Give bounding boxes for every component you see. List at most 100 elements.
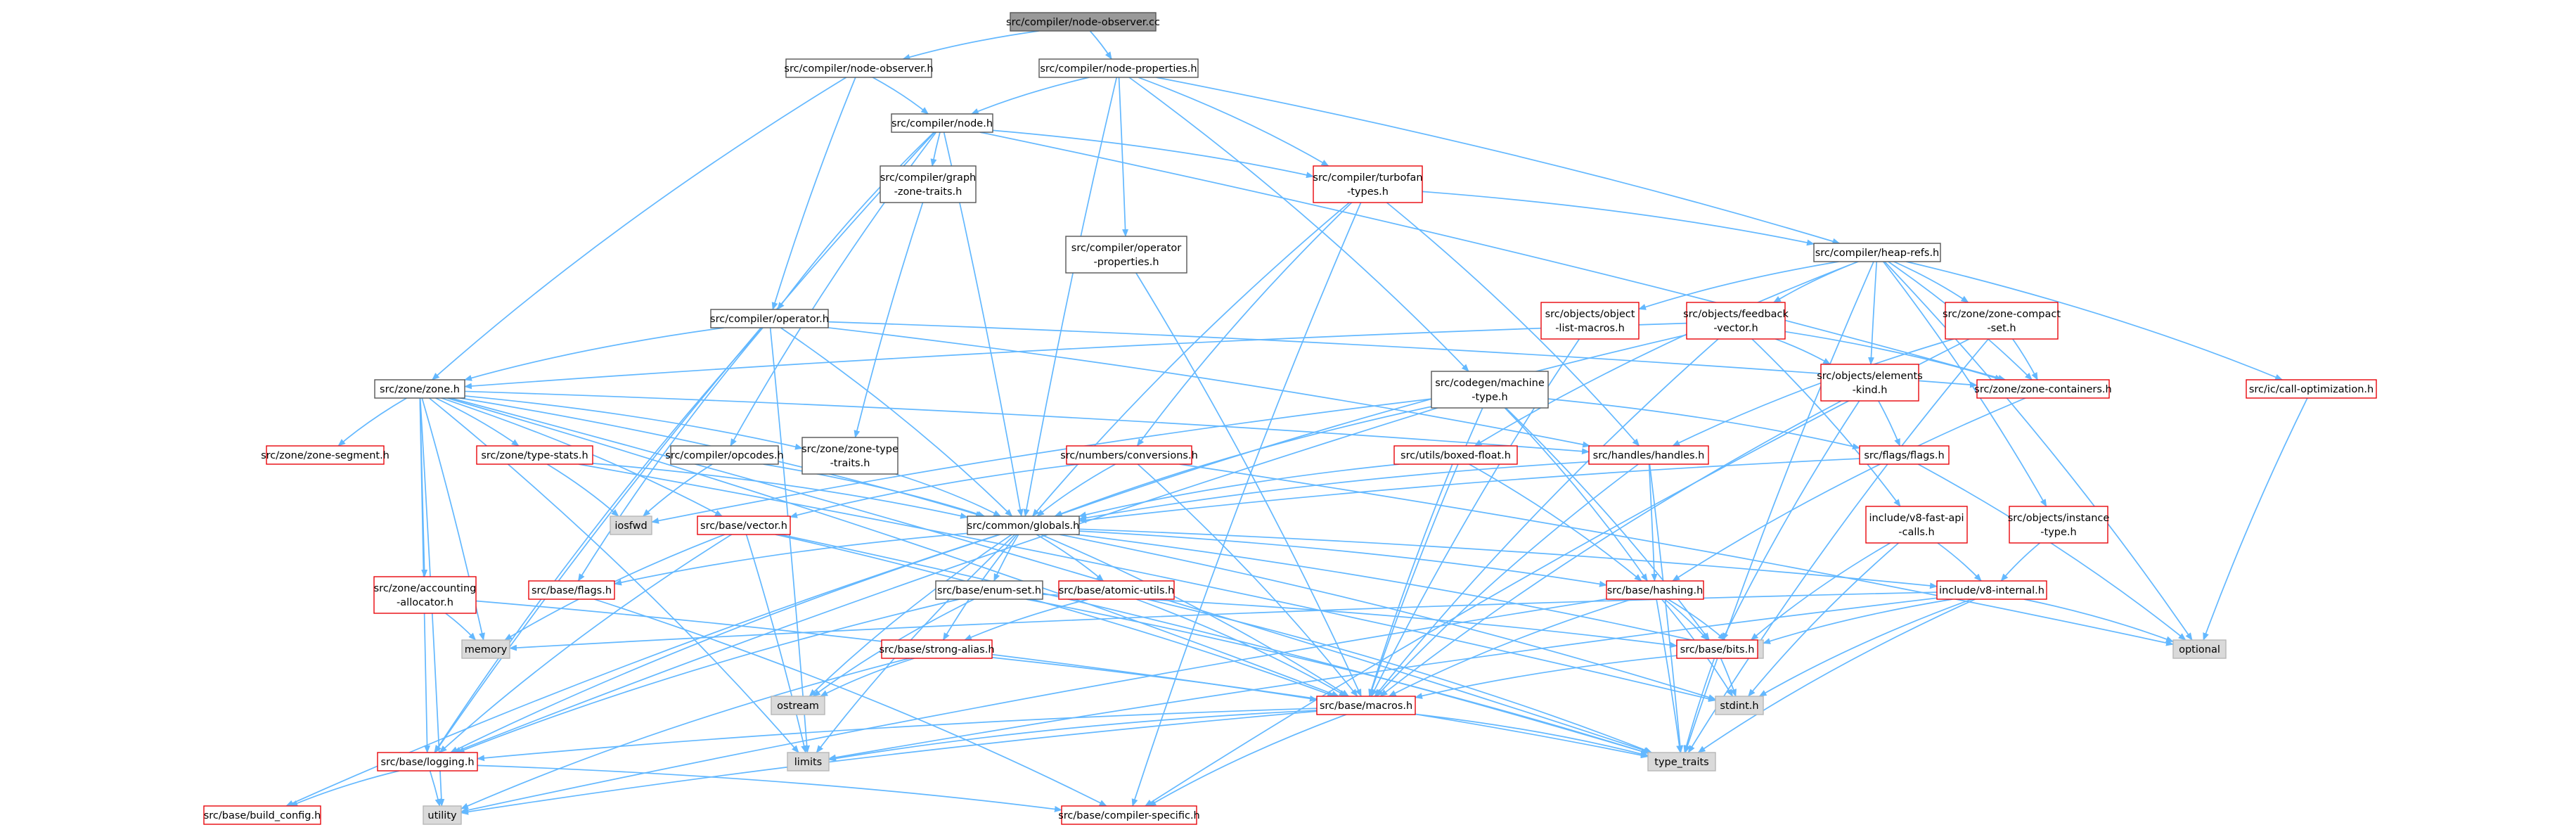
node-box: [881, 639, 993, 659]
node-limits[interactable]: limits: [787, 752, 830, 772]
node-cgm[interactable]: src/codegen/machine-type.h: [1431, 371, 1549, 409]
node-turbo[interactable]: src/compiler/turbofan-types.h: [1313, 165, 1423, 203]
node-box: [1676, 639, 1758, 659]
node-box: [880, 165, 977, 203]
node-label: src/compiler/node.h: [891, 118, 993, 129]
node-fapi[interactable]: include/v8-fast-api -calls.h: [1865, 506, 1968, 544]
node-box: [2246, 379, 2377, 399]
edge-heap-to-tt: [1684, 261, 1874, 753]
node-label: src/objects/elements: [1817, 371, 1923, 382]
node-label: src/flags/flags.h: [1864, 450, 1944, 461]
node-macros[interactable]: src/base/macros.h: [1316, 696, 1416, 715]
edge-nob-to-zone: [432, 77, 847, 380]
node-label: src/utils/boxed-float.h: [1400, 450, 1511, 461]
node-label: -calls.h: [1898, 527, 1935, 538]
node-logging[interactable]: src/base/logging.h: [377, 752, 478, 772]
node-zacc[interactable]: src/zone/accounting-allocator.h: [373, 576, 477, 614]
node-box: [476, 445, 593, 465]
edge-opc-to-iosfwd: [643, 463, 713, 517]
edge-bits-to-tt: [1683, 658, 1715, 753]
node-bflags[interactable]: src/base/flags.h: [528, 580, 615, 600]
node-ico[interactable]: src/ic/call-optimization.h: [2246, 379, 2377, 399]
node-operator[interactable]: src/compiler/operator.h: [710, 309, 829, 328]
node-label: include/v8-fast-api: [1869, 513, 1964, 524]
node-atomic[interactable]: src/base/atomic-utils.h: [1058, 580, 1175, 600]
edge-zts-to-glob: [592, 463, 968, 519]
edge-node-to-operator: [777, 132, 935, 310]
node-flagsh[interactable]: src/flags/flags.h: [1859, 445, 1950, 465]
node-fbv[interactable]: src/objects/feedback-vector.h: [1683, 302, 1789, 340]
edge-zcs-to-hh: [1672, 338, 1954, 447]
node-zcs[interactable]: src/zone/zone-compact-set.h: [1943, 302, 2061, 340]
edge-enumset-to-logging: [456, 599, 960, 753]
edge-v8int-to-stddef: [1763, 599, 1953, 644]
node-ubf[interactable]: src/utils/boxed-float.h: [1393, 445, 1518, 465]
edge-v8int-to-optional: [2023, 599, 2174, 643]
node-label: src/compiler/node-observer.h: [784, 63, 933, 75]
node-nprop[interactable]: src/compiler/node-properties.h: [1038, 58, 1199, 78]
node-opc[interactable]: src/compiler/opcodes.h: [665, 445, 784, 465]
edge-glob-to-ostream: [809, 534, 1012, 697]
edge-glob-to-bflags: [614, 532, 968, 586]
node-conv[interactable]: src/numbers/conversions.h: [1060, 445, 1198, 465]
node-glob[interactable]: src/common/globals.h: [967, 516, 1080, 535]
node-gzt[interactable]: src/compiler/graph-zone-traits.h: [880, 165, 977, 203]
node-hashing[interactable]: src/base/hashing.h: [1606, 580, 1704, 600]
edge-hashing-to-utility: [461, 598, 1607, 814]
node-heap[interactable]: src/compiler/heap-refs.h: [1813, 243, 1941, 262]
node-box: [1588, 445, 1709, 465]
node-stdint[interactable]: stdint.h: [1715, 696, 1764, 715]
node-label: src/compiler/operator.h: [710, 314, 829, 325]
edge-glob-to-v8int: [1078, 528, 1938, 589]
edge-glob-to-stddef: [1076, 534, 1713, 646]
edge-hashing-to-macros: [1388, 599, 1632, 697]
node-optional[interactable]: optional: [2172, 639, 2227, 659]
node-node[interactable]: src/compiler/node.h: [891, 113, 993, 133]
node-enumset[interactable]: src/base/enum-set.h: [935, 580, 1043, 600]
edge-root-to-nob: [902, 30, 1039, 60]
edge-bits-to-stdint: [1720, 658, 1737, 697]
node-v8int[interactable]: include/v8-internal.h: [1936, 580, 2047, 600]
edge-hh-to-tt: [1649, 463, 1684, 753]
node-box: [377, 752, 478, 772]
node-zc[interactable]: src/zone/zone-containers.h: [1974, 379, 2112, 399]
node-oit[interactable]: src/objects/instance-type.h: [2008, 506, 2110, 544]
node-box: [1061, 805, 1197, 825]
node-vec[interactable]: src/base/vector.h: [697, 516, 791, 535]
edge-operator-to-zone: [464, 327, 724, 381]
node-bcfg[interactable]: src/base/build_config.h: [203, 805, 321, 825]
node-root[interactable]: src/compiler/node-observer.cc: [1006, 12, 1160, 32]
node-box: [1647, 752, 1716, 772]
node-opprop[interactable]: src/compiler/operator-properties.h: [1065, 236, 1187, 274]
edge-fbv-to-macros: [1374, 338, 1719, 697]
node-bits[interactable]: src/base/bits.h: [1676, 639, 1758, 659]
node-label: src/zone/zone-segment.h: [261, 450, 389, 461]
edge-macros-to-limits: [828, 710, 1318, 762]
node-olm[interactable]: src/objects/object-list-macros.h: [1540, 302, 1640, 340]
node-zseg[interactable]: src/zone/zone-segment.h: [261, 445, 389, 465]
edge-hh-to-hashing: [1648, 463, 1658, 582]
edge-v8int-to-limits: [828, 597, 1938, 761]
node-memory[interactable]: memory: [461, 639, 510, 659]
node-hh[interactable]: src/handles/handles.h: [1588, 445, 1709, 465]
node-tt[interactable]: type_traits: [1647, 752, 1716, 772]
node-utility[interactable]: utility: [423, 805, 462, 825]
node-ostream[interactable]: ostream: [771, 696, 825, 715]
node-label: src/zone/zone.h: [380, 384, 460, 395]
node-salias[interactable]: src/base/strong-alias.h: [879, 639, 995, 659]
node-zts[interactable]: src/zone/type-stats.h: [476, 445, 593, 465]
edge-opc-to-glob: [763, 463, 986, 518]
node-cspec[interactable]: src/base/compiler-specific.h: [1058, 805, 1200, 825]
node-box: [203, 805, 321, 825]
node-ek[interactable]: src/objects/elements-kind.h: [1817, 364, 1923, 402]
node-box: [1313, 165, 1423, 203]
edge-glob-to-macros: [1040, 534, 1350, 697]
node-iosfwd[interactable]: iosfwd: [610, 516, 652, 535]
node-box: [461, 639, 510, 659]
node-label: src/handles/handles.h: [1593, 450, 1705, 461]
node-zone[interactable]: src/zone/zone.h: [374, 379, 465, 399]
node-nob[interactable]: src/compiler/node-observer.h: [784, 58, 934, 78]
edge-heap-to-fbv: [1773, 261, 1859, 303]
edge-vec-to-logging: [439, 534, 733, 753]
node-ztt[interactable]: src/zone/zone-type-traits.h: [801, 437, 899, 475]
